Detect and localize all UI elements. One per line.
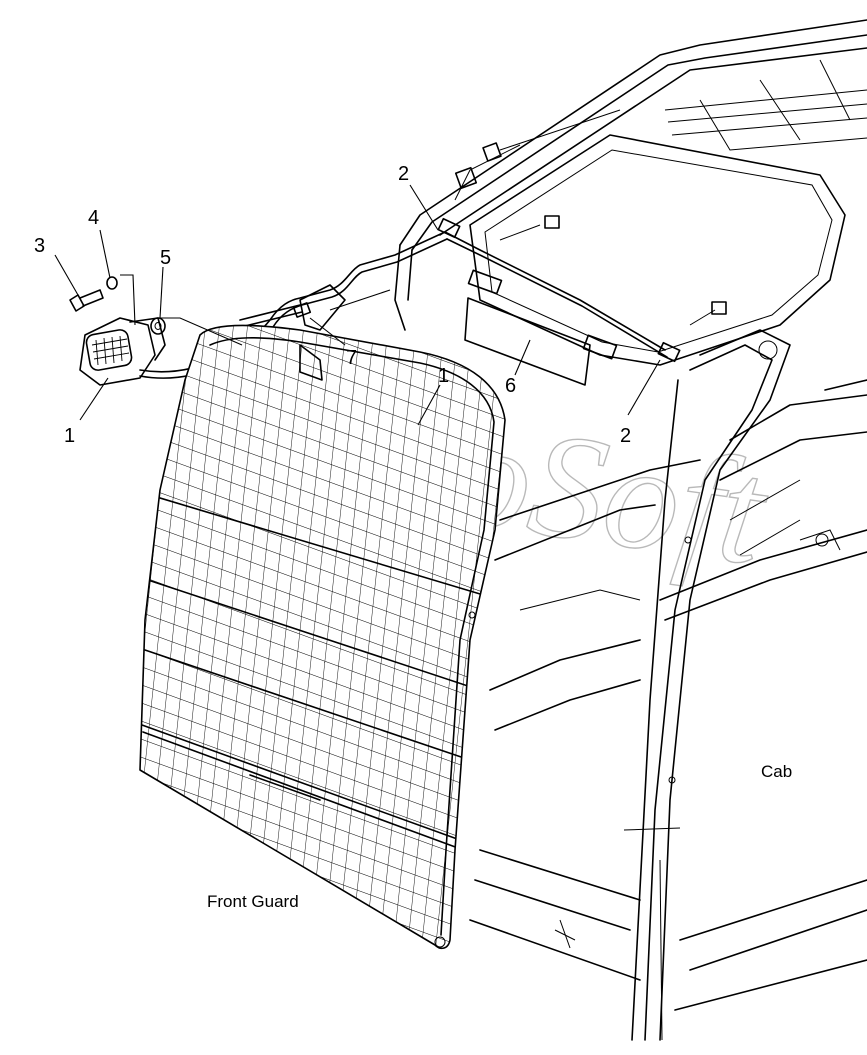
callout-2-right: 2: [620, 425, 631, 447]
callout-5: 5: [160, 247, 171, 269]
callout-1-right: 1: [438, 365, 449, 387]
callout-7: 7: [346, 347, 357, 369]
callout-3: 3: [34, 235, 45, 257]
cab-label: Cab: [761, 762, 792, 781]
callout-4: 4: [88, 207, 99, 229]
work-light-left: [79, 317, 166, 386]
callout-6: 6: [505, 375, 516, 397]
front-guard-label: Front Guard: [207, 892, 299, 911]
leader-lines: [54, 184, 661, 426]
bracket-7: [299, 284, 346, 331]
nut-5: [150, 317, 166, 335]
cab-frame: [394, 19, 867, 1041]
callout-2-top: 2: [398, 163, 409, 185]
harness-6: [464, 297, 591, 386]
callout-1-left: 1: [64, 425, 75, 447]
washer-4: [106, 276, 118, 290]
front-guard: [139, 324, 506, 950]
bolt-3: [69, 289, 104, 312]
